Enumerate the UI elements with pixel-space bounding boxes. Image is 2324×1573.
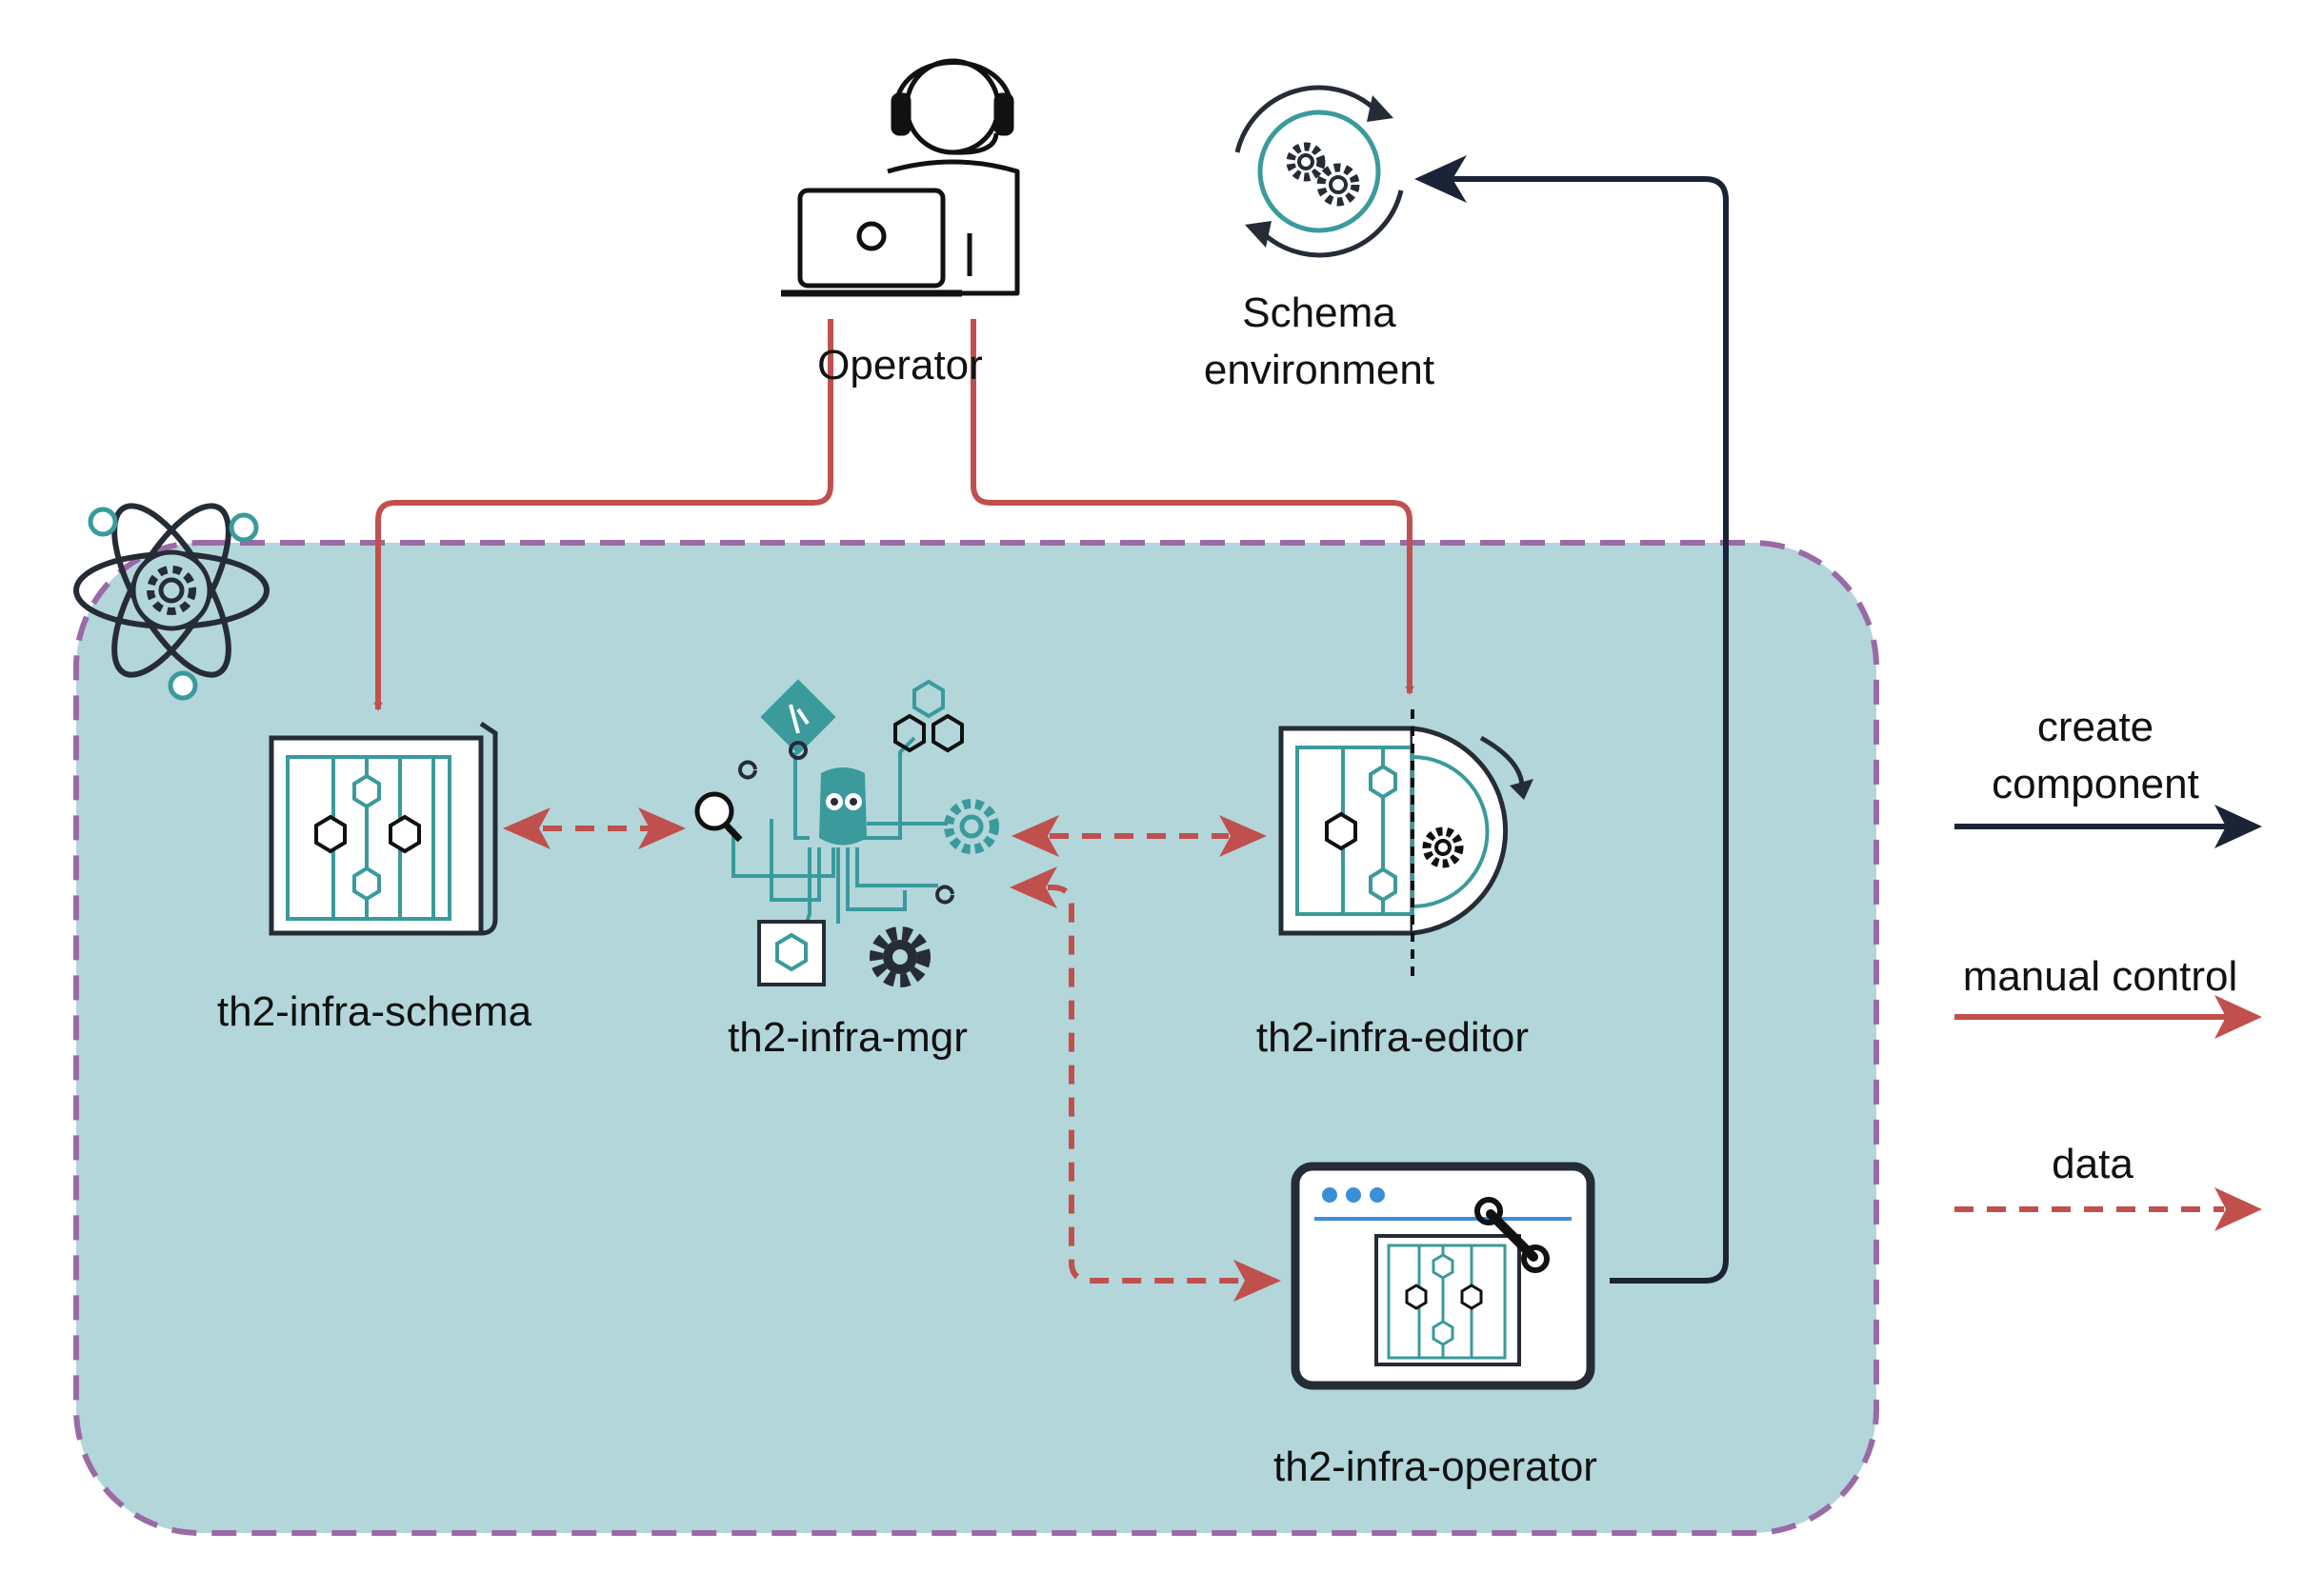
kubernetes-atom-icon (73, 503, 270, 701)
data-arrow-mgr-editor (1012, 815, 1267, 857)
label-schema-env-line1: Schema (1242, 289, 1396, 336)
legend-create-line2: component (1992, 761, 2199, 807)
manual-arrow-operator-to-schema (373, 319, 833, 711)
create-arrow-operator-to-env (1448, 176, 1729, 1284)
label-th2-infra-operator: th2-infra-operator (1273, 1444, 1597, 1490)
label-th2-infra-mgr: th2-infra-mgr (728, 1014, 968, 1061)
schema-environment-icon (1234, 85, 1404, 258)
legend: create component manual control data (1954, 704, 2262, 1231)
data-arrow-schema-mgr (503, 807, 686, 849)
create-arrowhead (1414, 155, 1467, 203)
label-schema-env-line2: environment (1204, 347, 1434, 393)
th2-infra-operator-icon (1291, 1162, 1595, 1390)
th2-infra-editor-icon (1278, 709, 1533, 981)
th2-infra-mgr-octopus-icon (694, 679, 999, 987)
legend-create-line1: create (2037, 704, 2154, 750)
operator-person-icon (781, 58, 1020, 297)
label-th2-infra-schema: th2-infra-schema (217, 988, 532, 1035)
data-arrow-mgr-operator (1010, 866, 1281, 1302)
cluster-area (73, 540, 1879, 1536)
legend-data: data (2052, 1141, 2134, 1187)
legend-manual: manual control (1963, 953, 2238, 1000)
manual-arrow-operator-to-editor (971, 319, 1414, 695)
label-th2-infra-editor: th2-infra-editor (1256, 1014, 1529, 1061)
label-operator: Operator (817, 342, 983, 388)
th2-infra-schema-icon (269, 721, 498, 936)
